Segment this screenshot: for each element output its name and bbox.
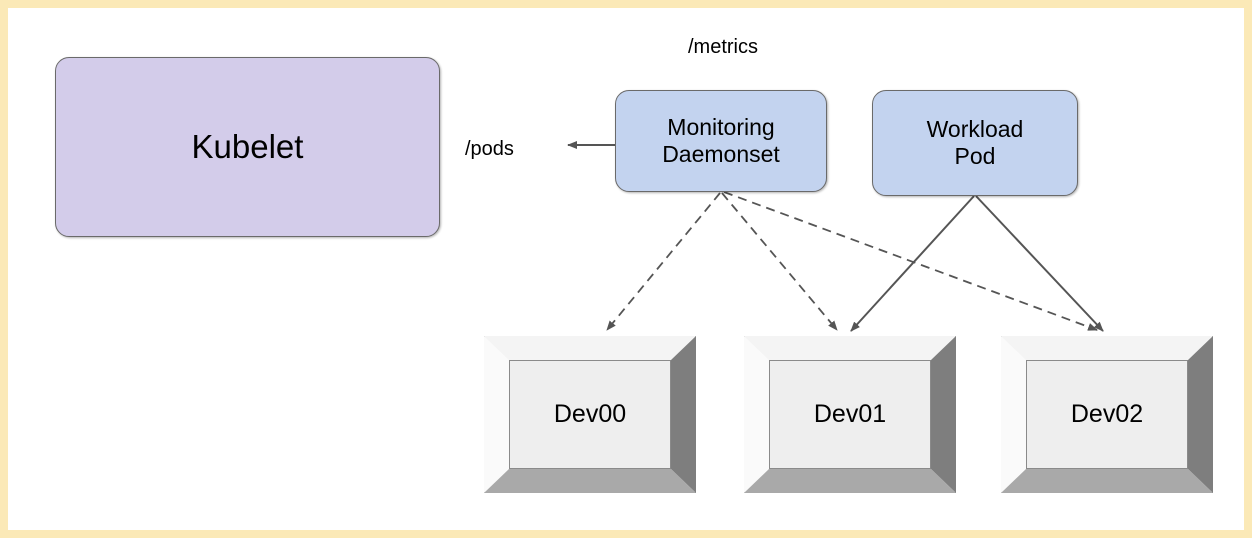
device-bevel-left: [484, 336, 509, 493]
edge-workload-to-dev01: [850, 195, 975, 332]
node-device-dev00[interactable]: Dev00: [484, 336, 696, 493]
device-inner-face: Dev01: [769, 360, 931, 469]
device-bevel-left: [1001, 336, 1026, 493]
device-bevel-right: [1188, 336, 1213, 493]
device-bevel-top: [484, 336, 696, 360]
edge-workload-to-dev02: [975, 195, 1104, 332]
workload-pod-label: Workload Pod: [926, 116, 1024, 169]
device-label: Dev02: [1070, 400, 1144, 428]
metrics-endpoint-label: /metrics: [688, 36, 758, 59]
device-inner-face: Dev02: [1026, 360, 1188, 469]
device-bevel-top: [744, 336, 956, 360]
device-bevel-right: [931, 336, 956, 493]
device-label: Dev01: [813, 400, 887, 428]
node-device-dev01[interactable]: Dev01: [744, 336, 956, 493]
node-device-dev02[interactable]: Dev02: [1001, 336, 1213, 493]
edge-monitoring-to-dev00: [606, 192, 721, 331]
device-label: Dev00: [553, 400, 627, 428]
device-bevel-bottom: [1001, 469, 1213, 493]
kubelet-label: Kubelet: [191, 127, 304, 165]
device-inner-face: Dev00: [509, 360, 671, 469]
device-bevel-bottom: [484, 469, 696, 493]
node-workload-pod[interactable]: Workload Pod: [872, 90, 1078, 196]
diagram-canvas: Kubelet /pods /metrics Monitoring Daemon…: [8, 8, 1244, 530]
device-bevel-top: [1001, 336, 1213, 360]
edge-monitoring-to-dev01: [721, 192, 838, 331]
node-monitoring-daemonset[interactable]: Monitoring Daemonset: [615, 90, 827, 192]
edge-monitoring-to-dev02: [723, 191, 1098, 331]
device-bevel-right: [671, 336, 696, 493]
device-bevel-left: [744, 336, 769, 493]
pods-endpoint-label: /pods: [465, 138, 514, 161]
device-bevel-bottom: [744, 469, 956, 493]
node-kubelet[interactable]: Kubelet: [55, 57, 440, 237]
monitoring-daemonset-label: Monitoring Daemonset: [662, 114, 780, 167]
